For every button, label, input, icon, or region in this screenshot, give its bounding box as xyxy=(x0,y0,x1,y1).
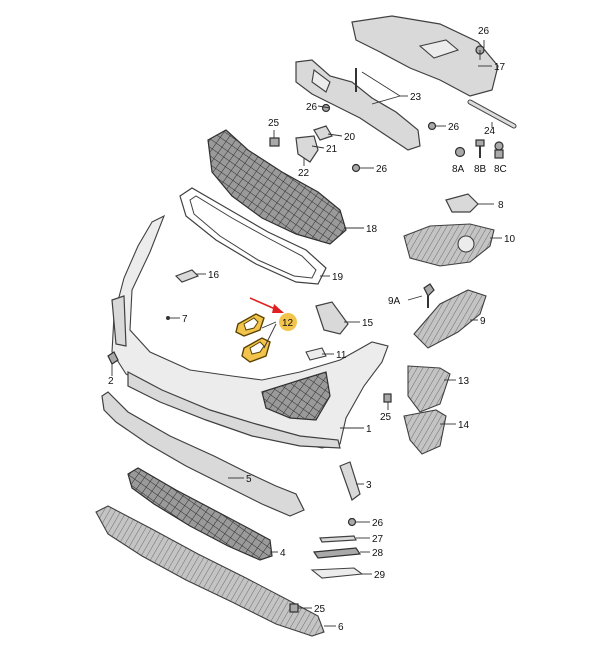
part-1-corner-insert xyxy=(111,295,127,347)
callout-8c: 8C xyxy=(494,164,507,175)
callout-20: 20 xyxy=(344,132,356,143)
callout-17: 17 xyxy=(494,62,506,73)
callout-9: 9 xyxy=(480,316,486,327)
screw-26-c-icon xyxy=(427,121,437,131)
part-29-trim xyxy=(310,567,364,579)
callout-29: 29 xyxy=(374,570,386,581)
part-14-air-guide xyxy=(403,409,447,455)
part-6-undertray xyxy=(95,505,325,637)
callout-16: 16 xyxy=(208,270,220,281)
callout-26d: 26 xyxy=(376,164,388,175)
part-25-clip-top xyxy=(269,137,280,147)
part-28-trim xyxy=(312,547,362,559)
callout-23: 23 xyxy=(410,92,422,103)
callout-15: 15 xyxy=(362,318,374,329)
callout-24: 24 xyxy=(484,126,496,137)
screw-26-e-icon xyxy=(347,517,357,527)
callout-11: 11 xyxy=(336,350,347,361)
callout-14: 14 xyxy=(458,420,470,431)
callout-8: 8 xyxy=(498,200,504,211)
part-3-side-trim xyxy=(339,461,361,501)
part-8c-icon xyxy=(494,141,504,159)
callout-8b: 8B xyxy=(474,164,487,175)
screw-26-d-icon xyxy=(351,163,361,173)
callout-27: 27 xyxy=(372,534,384,545)
screw-26-top-icon xyxy=(475,45,485,60)
part-8a-icon xyxy=(454,146,466,158)
callout-7: 7 xyxy=(182,314,188,325)
callout-26a: 26 xyxy=(478,26,490,37)
callout-18: 18 xyxy=(366,224,378,235)
part-20-clip xyxy=(313,125,333,141)
part-25-clip-mid xyxy=(383,393,392,403)
callout-12: 12 xyxy=(282,318,294,329)
callout-28: 28 xyxy=(372,548,384,559)
part-9-side-bracket xyxy=(413,289,487,349)
callout-22: 22 xyxy=(298,168,310,179)
callout-3: 3 xyxy=(366,480,372,491)
callout-6: 6 xyxy=(338,622,344,633)
part-25-clip-bottom-icon xyxy=(289,603,299,613)
callout-9a: 9A xyxy=(388,296,401,307)
callout-4: 4 xyxy=(280,548,286,559)
part-4-lower-grille xyxy=(127,467,273,561)
callout-26e: 26 xyxy=(372,518,384,529)
callout-13: 13 xyxy=(458,376,470,387)
callout-26b: 26 xyxy=(306,102,318,113)
part-10-vent-insert xyxy=(403,223,495,267)
part-11-cap xyxy=(305,347,327,361)
callout-25c: 25 xyxy=(314,604,326,615)
callout-25b: 25 xyxy=(380,412,392,423)
part-12-highlighted-trim xyxy=(235,313,271,363)
part-8-bracket xyxy=(445,193,479,213)
callout-1: 1 xyxy=(366,424,372,435)
part-8b-icon xyxy=(475,139,485,158)
callout-21: 21 xyxy=(326,144,338,155)
part-15-bracket xyxy=(315,301,349,335)
part-27-trim xyxy=(319,535,357,543)
part-5-lower-trim xyxy=(101,391,305,517)
part-17-detail xyxy=(418,39,460,59)
callout-25a: 25 xyxy=(268,118,280,129)
part-16-clip xyxy=(174,269,200,283)
part-23-detail xyxy=(311,69,331,93)
callout-labels: 26 17 23 26 26 25 20 21 22 26 24 8A 8B 8… xyxy=(108,26,516,633)
callout-26c: 26 xyxy=(448,122,460,133)
callout-8a: 8A xyxy=(452,164,465,175)
callout-2: 2 xyxy=(108,376,114,387)
highlight-arrow-head xyxy=(272,304,284,313)
part-1-lower-lip xyxy=(127,371,341,449)
callout-10: 10 xyxy=(504,234,516,245)
leader-lines xyxy=(170,40,502,627)
callout-5: 5 xyxy=(246,474,252,485)
part-2-clip-icon xyxy=(107,351,119,376)
part-1-side-vent xyxy=(261,371,331,421)
callout-19: 19 xyxy=(332,272,344,283)
part-18-radiator-grille xyxy=(207,129,347,245)
part-13-air-guide xyxy=(407,365,451,413)
part-17-upper-shield xyxy=(351,15,499,97)
part-21-bracket xyxy=(295,135,319,163)
part-9a-clip-icon xyxy=(423,283,435,308)
